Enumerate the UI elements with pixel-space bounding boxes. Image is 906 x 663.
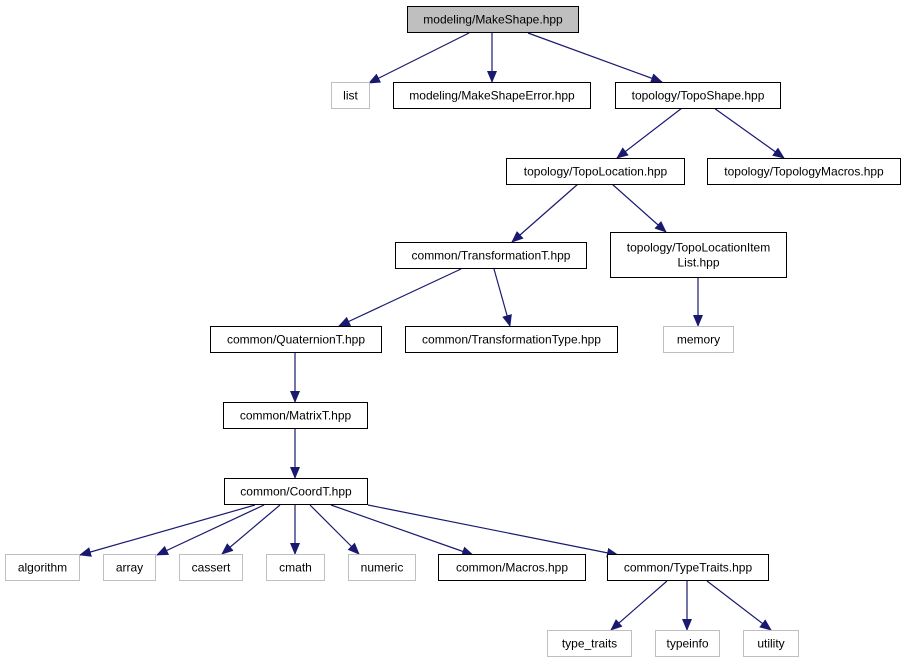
node-label: topology/TopologyMacros.hpp — [724, 165, 884, 179]
node-box — [393, 82, 591, 109]
edge-topo-location-to-topo-location-item-list — [611, 183, 667, 233]
node-matrix-t[interactable]: common/MatrixT.hpp — [223, 402, 368, 429]
node-make-shape[interactable]: modeling/MakeShape.hpp — [407, 6, 579, 33]
node-label: common/TransformationType.hpp — [422, 333, 601, 347]
node-memory: memory — [663, 326, 734, 353]
node-box — [179, 554, 243, 581]
node-algorithm: algorithm — [5, 554, 80, 581]
edge-coord-t-to-numeric — [309, 504, 360, 555]
edge-coord-t-to-type-traits-hpp — [367, 504, 619, 558]
node-box — [663, 326, 734, 353]
node-cassert: cassert — [179, 554, 243, 581]
node-box — [223, 402, 368, 429]
edge-topo-shape-to-topo-location — [616, 107, 683, 159]
node-label: list — [343, 89, 358, 103]
node-label: modeling/MakeShape.hpp — [423, 13, 563, 27]
edge-coord-t-to-macros — [330, 504, 474, 557]
node-box — [348, 554, 416, 581]
node-label: algorithm — [18, 561, 67, 575]
edge-make-shape-to-list — [368, 32, 470, 84]
node-array: array — [103, 554, 156, 581]
node-label: array — [116, 561, 143, 575]
node-box — [266, 554, 325, 581]
node-box — [607, 554, 769, 581]
node-label: topology/TopoLocation.hpp — [524, 165, 668, 179]
node-label: common/Macros.hpp — [456, 561, 568, 575]
node-numeric: numeric — [348, 554, 416, 581]
node-typeinfo: typeinfo — [655, 630, 720, 657]
edges-layer — [79, 32, 785, 631]
node-label: cassert — [192, 561, 231, 575]
node-transformation-t[interactable]: common/TransformationT.hpp — [395, 242, 587, 269]
node-box — [655, 630, 720, 657]
node-box — [506, 158, 685, 185]
node-topo-shape[interactable]: topology/TopoShape.hpp — [615, 82, 781, 109]
node-label: common/TypeTraits.hpp — [624, 561, 753, 575]
edge-transformation-t-to-transformation-type — [493, 268, 512, 327]
edge-type-traits-hpp-to-utility — [706, 580, 772, 631]
node-topology-macros[interactable]: topology/TopologyMacros.hpp — [707, 158, 901, 185]
edge-make-shape-to-topo-shape — [527, 32, 663, 83]
node-label: modeling/MakeShapeError.hpp — [409, 89, 575, 103]
node-box — [331, 82, 370, 109]
node-label: common/CoordT.hpp — [240, 485, 352, 499]
edge-type-traits-hpp-to-type-traits — [610, 580, 668, 631]
node-macros[interactable]: common/Macros.hpp — [438, 554, 586, 581]
node-make-shape-error[interactable]: modeling/MakeShapeError.hpp — [393, 82, 591, 109]
node-box — [103, 554, 156, 581]
node-box — [610, 232, 787, 278]
node-box — [547, 630, 632, 657]
node-type-traits-hpp[interactable]: common/TypeTraits.hpp — [607, 554, 769, 581]
edge-coord-t-to-array — [156, 504, 265, 556]
node-box — [743, 630, 799, 657]
node-box — [395, 242, 587, 269]
edge-coord-t-to-cassert — [221, 504, 281, 555]
node-label: memory — [677, 333, 720, 347]
node-label: type_traits — [562, 637, 617, 651]
node-label: topology/TopoShape.hpp — [632, 89, 765, 103]
nodes-layer: modeling/MakeShape.hpp list modeling/MakeS… — [5, 6, 901, 657]
node-coord-t[interactable]: common/CoordT.hpp — [224, 478, 368, 505]
node-cmath: cmath — [266, 554, 325, 581]
node-label: List.hpp — [677, 256, 719, 270]
node-label: common/QuaternionT.hpp — [227, 333, 365, 347]
node-label: common/MatrixT.hpp — [240, 409, 352, 423]
node-box — [210, 326, 382, 353]
node-type-traits: type_traits — [547, 630, 632, 657]
node-label: typeinfo — [666, 637, 708, 651]
edge-coord-t-to-algorithm — [79, 504, 256, 557]
node-label: numeric — [361, 561, 404, 575]
node-topo-location[interactable]: topology/TopoLocation.hpp — [506, 158, 685, 185]
node-list: list — [331, 82, 370, 109]
edge-transformation-t-to-quaternion-t — [338, 268, 462, 327]
node-box — [407, 6, 579, 33]
node-box — [707, 158, 901, 185]
edge-topo-shape-to-topology-macros — [713, 107, 785, 159]
node-box — [405, 326, 618, 353]
node-quaternion-t[interactable]: common/QuaternionT.hpp — [210, 326, 382, 353]
node-utility: utility — [743, 630, 799, 657]
node-label: utility — [757, 637, 784, 651]
node-box — [5, 554, 80, 581]
node-label: topology/TopoLocationItem — [627, 241, 770, 255]
node-box — [438, 554, 586, 581]
node-label: cmath — [279, 561, 312, 575]
node-transformation-type[interactable]: common/TransformationType.hpp — [405, 326, 618, 353]
edge-topo-location-to-transformation-t — [511, 183, 579, 243]
node-box — [224, 478, 368, 505]
node-label: common/TransformationT.hpp — [412, 249, 571, 263]
node-box — [615, 82, 781, 109]
